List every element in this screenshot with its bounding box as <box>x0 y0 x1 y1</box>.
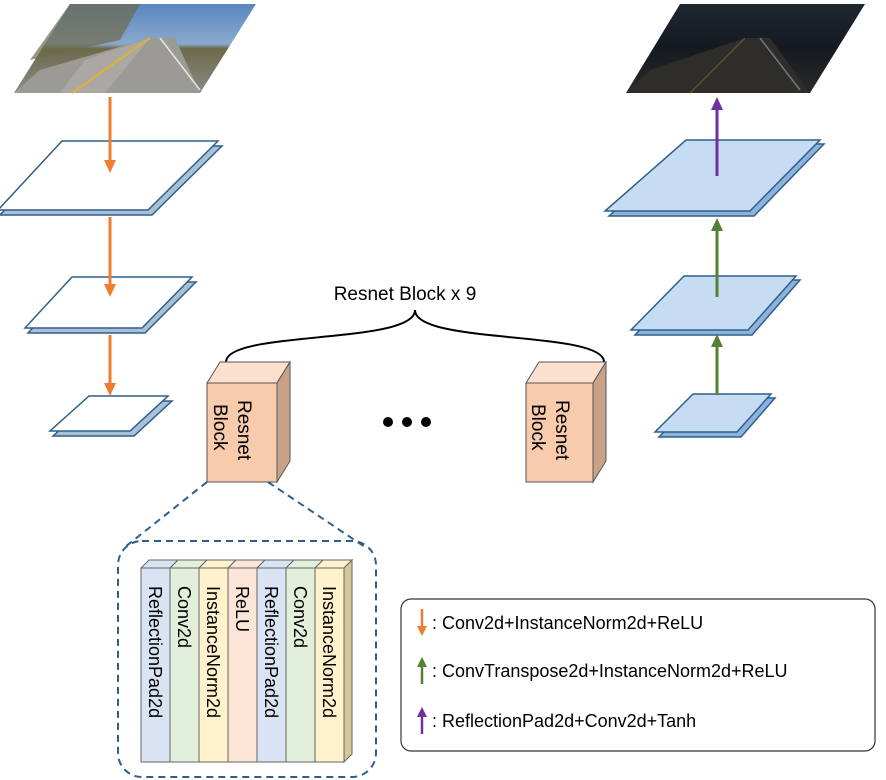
layer-2-face <box>169 567 200 763</box>
encoder-arrow-2 <box>104 217 116 297</box>
legend-arrow-1-head <box>417 626 427 636</box>
output-arrow <box>711 97 723 176</box>
output-image <box>626 4 865 94</box>
encoder-arrow-3 <box>104 335 116 396</box>
decoder-arrow-1 <box>711 334 723 395</box>
layer-5-face <box>256 567 287 763</box>
resnet-block-1: Resnet Block <box>206 360 291 484</box>
decoder-plane-3 <box>653 393 777 438</box>
resnet-block-detail-frame <box>117 540 377 778</box>
layer-7: InstanceNorm2d <box>313 558 354 764</box>
decoder-plane-2 <box>629 275 802 336</box>
resnet-count-label: Resnet Block x 9 <box>334 284 477 305</box>
layer-4-face <box>227 567 258 763</box>
legend-box <box>400 598 876 752</box>
resnet-block-1-line2: Block <box>209 404 230 451</box>
layer-5-label: ReflectionPad2d <box>261 586 281 718</box>
layer-6: Conv2d <box>284 559 325 763</box>
encoder-plane-3 <box>48 395 174 437</box>
encoder-plane-2 <box>23 276 198 334</box>
layer-4: ReLU <box>226 559 267 763</box>
legend-item-2: : ConvTranspose2d+InstanceNorm2d+ReLU <box>417 657 788 684</box>
layer-1-label: ReflectionPad2d <box>145 586 165 718</box>
resnet-layer-stack: ReflectionPad2d Conv2d InstanceNorm2d ReLU R… <box>139 558 354 764</box>
encoder-plane-1 <box>0 140 224 216</box>
encoder-arrow-1 <box>104 97 116 173</box>
layer-5: ReflectionPad2d <box>255 559 296 763</box>
resnet-block-2: Resnet Block <box>525 360 607 484</box>
ellipsis-dots <box>383 417 431 427</box>
resnet-block-2-line1: Resnet <box>551 400 572 461</box>
legend-item-2-label: : ConvTranspose2d+InstanceNorm2d+ReLU <box>432 661 788 681</box>
layer-1-face <box>140 567 171 763</box>
decoder-plane-1 <box>603 139 826 217</box>
legend-item-3: : ReflectionPad2d+Conv2d+Tanh <box>417 707 696 734</box>
layer-7-label: InstanceNorm2d <box>319 586 339 718</box>
layer-7-face <box>314 567 345 763</box>
layer-2: Conv2d <box>168 559 209 763</box>
legend-item-1-label: : Conv2d+InstanceNorm2d+ReLU <box>432 613 703 633</box>
zoom-connector <box>124 481 366 548</box>
legend-item-3-label: : ReflectionPad2d+Conv2d+Tanh <box>432 711 696 731</box>
resnet-block-2-line2: Block <box>527 404 548 451</box>
layer-stack-side <box>343 558 353 764</box>
decoder-arrow-2 <box>711 218 723 297</box>
layer-1: ReflectionPad2d <box>139 559 180 763</box>
legend-item-1: : Conv2d+InstanceNorm2d+ReLU <box>417 609 703 636</box>
resnet-block-1-line1: Resnet <box>233 400 254 461</box>
layer-4-label: ReLU <box>232 586 252 632</box>
input-image <box>14 4 256 94</box>
layer-6-label: Conv2d <box>290 586 310 648</box>
layer-2-label: Conv2d <box>174 586 194 648</box>
legend-arrow-2-head <box>417 657 427 667</box>
layer-3-label: InstanceNorm2d <box>203 586 223 718</box>
resnet-brace <box>225 309 605 363</box>
legend: : Conv2d+InstanceNorm2d+ReLU : ConvTransp… <box>417 609 788 734</box>
legend-arrow-3-head <box>417 707 427 717</box>
